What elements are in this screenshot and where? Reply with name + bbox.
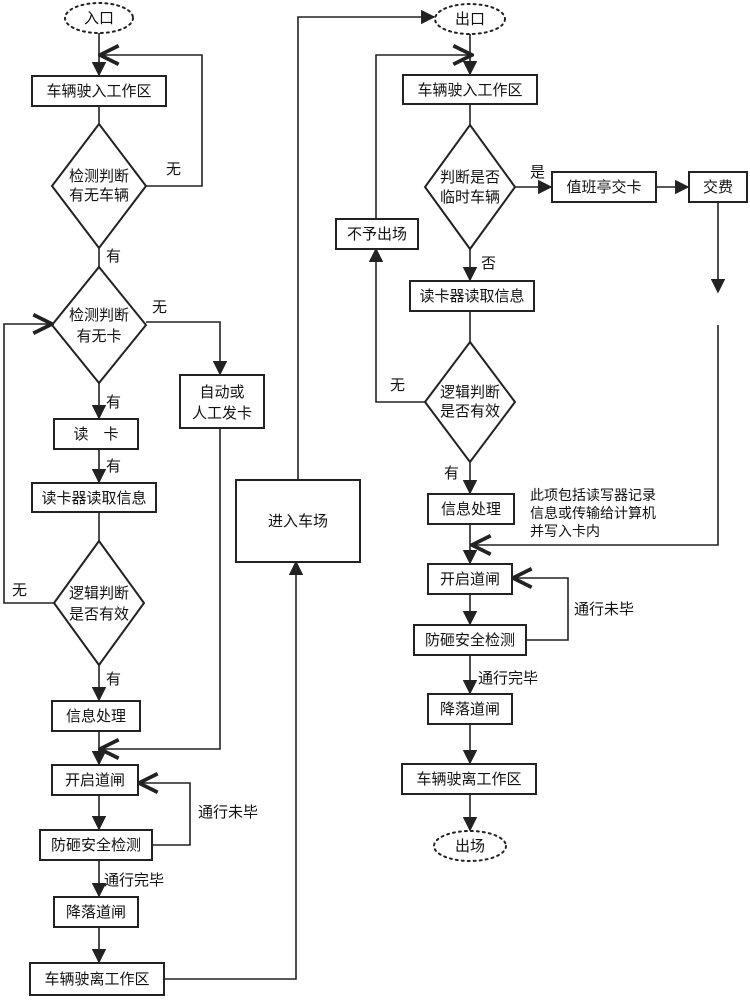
entry-auto-issue-line2: 人工发卡: [192, 404, 252, 422]
exit-open-gate-label: 开启道闸: [440, 570, 500, 588]
entry-open-gate-box: [51, 764, 139, 796]
entry-reader-label: 读卡器读取信息: [41, 489, 146, 507]
entry-has-card-label: 有: [106, 393, 121, 411]
exit-drive-out-box: [401, 763, 537, 795]
exit-flow: 出口 车辆驶入工作区 判断是否 临时车辆 是 值班亭交卡 交费 否 读卡器读取信…: [335, 3, 748, 862]
exit-start-terminal: [434, 3, 506, 35]
entry-logic-diamond: [52, 539, 146, 667]
issue-to-gate: [100, 428, 221, 749]
exit-logic-line1: 逻辑判断: [440, 383, 500, 401]
entry-reader-box: [31, 482, 157, 513]
enter-lot-box: [235, 479, 361, 563]
entry-read-card-box: [53, 418, 139, 450]
drive-out-to-lot: [164, 560, 304, 980]
entry-detect-card-diamond: [50, 265, 148, 385]
entry-safety-check-label: 防砸安全检测: [51, 836, 141, 854]
entry-info-process-label: 信息处理: [66, 707, 126, 725]
entry-has-label: 有: [106, 457, 121, 475]
entry-flow: 入口 车辆驶入工作区 检测判断 有无车辆 无 有 检测判断 有无卡 无 自动或 …: [3, 2, 265, 996]
exit-info-process-box: [427, 493, 515, 525]
entry-logic-yes-label: 有: [106, 670, 121, 688]
enter-lot-section: 进入车场: [164, 9, 436, 980]
entry-lower-gate-label: 降落道闸: [66, 903, 126, 921]
entry-drive-out-label: 车辆驶离工作区: [44, 970, 149, 988]
entry-drive-in-box: [31, 75, 167, 107]
exit-end-label: 出场: [455, 837, 485, 855]
no-vehicle-loop: [100, 55, 203, 187]
exit-end-terminal: [433, 830, 507, 862]
lot-to-exit: [297, 9, 436, 480]
entry-read-card-label: 读 卡: [73, 425, 118, 443]
entry-logic-no-label: 无: [12, 581, 27, 599]
exit-yes-label: 是: [530, 163, 545, 181]
no-card-branch: [146, 321, 228, 376]
exit-safety-check-label: 防砸安全检测: [425, 631, 515, 649]
exit-no-label: 否: [481, 254, 496, 272]
entry-auto-issue-box: [179, 374, 265, 429]
entry-start-terminal: [64, 2, 134, 34]
exit-info-process-label: 信息处理: [441, 500, 501, 518]
exit-logic-yes-label: 有: [444, 464, 459, 482]
exit-note-line1: 此项包括读写器记录: [530, 487, 656, 504]
exit-logic-line2: 是否有效: [440, 402, 500, 420]
exit-judge-temp-line1: 判断是否: [440, 168, 500, 186]
entry-logic-line1: 逻辑判断: [69, 584, 129, 602]
exit-note-line2: 信息或传输给计算机: [530, 505, 656, 522]
entry-open-gate-label: 开启道闸: [65, 771, 125, 789]
entry-lower-gate-box: [53, 896, 139, 928]
entry-logic-line2: 是否有效: [69, 605, 129, 623]
exit-duty-booth-label: 值班亭交卡: [566, 178, 641, 196]
exit-logic-no-label: 无: [390, 376, 405, 394]
entry-pass-unfinished-label: 通行未毕: [198, 803, 258, 821]
exit-deny-label: 不予出场: [347, 225, 407, 243]
entry-no-vehicle-label: 无: [166, 160, 181, 178]
entry-info-process-box: [51, 700, 141, 732]
entry-detect-vehicle-line2: 有无车辆: [69, 186, 129, 204]
enter-lot-label: 进入车场: [268, 512, 328, 530]
logic-invalid-branch: [368, 247, 425, 403]
exit-drive-in-label: 车辆驶入工作区: [417, 81, 522, 99]
deny-loop: [375, 55, 472, 219]
entry-no-card-label: 无: [152, 298, 167, 316]
exit-reader-label: 读卡器读取信息: [419, 287, 524, 305]
entry-detect-card-line1: 检测判断: [69, 306, 129, 324]
entry-detect-card-line2: 有无卡: [76, 327, 121, 345]
exit-drive-out-label: 车辆驶离工作区: [416, 770, 521, 788]
exit-lower-gate-label: 降落道闸: [440, 700, 500, 718]
exit-judge-temp-diamond: [423, 123, 517, 251]
entry-auto-issue-line1: 自动或: [199, 383, 244, 401]
logic-invalid-loop: [3, 324, 54, 604]
exit-pass-unfinished-loop: [513, 578, 569, 641]
entry-has-vehicle-label: 有: [106, 247, 121, 265]
exit-judge-temp-line2: 临时车辆: [440, 188, 500, 206]
exit-deny-box: [335, 218, 419, 250]
exit-note-line3: 并写入卡内: [530, 524, 600, 540]
entry-pass-finished-label: 通行完毕: [104, 871, 164, 889]
pay-to-gate: [472, 325, 719, 545]
exit-reader-box: [409, 280, 535, 312]
exit-safety-check-box: [413, 624, 527, 656]
exit-start-label: 出口: [455, 10, 485, 28]
entry-pass-unfinished-loop: [139, 783, 191, 846]
exit-pass-unfinished-label: 通行未毕: [574, 600, 634, 618]
exit-pass-finished-label: 通行完毕: [478, 669, 538, 687]
entry-detect-vehicle-line1: 检测判断: [69, 167, 129, 185]
entry-drive-in-label: 车辆驶入工作区: [46, 82, 151, 100]
entry-start-label: 入口: [84, 9, 114, 27]
exit-pay-label: 交费: [703, 178, 733, 196]
